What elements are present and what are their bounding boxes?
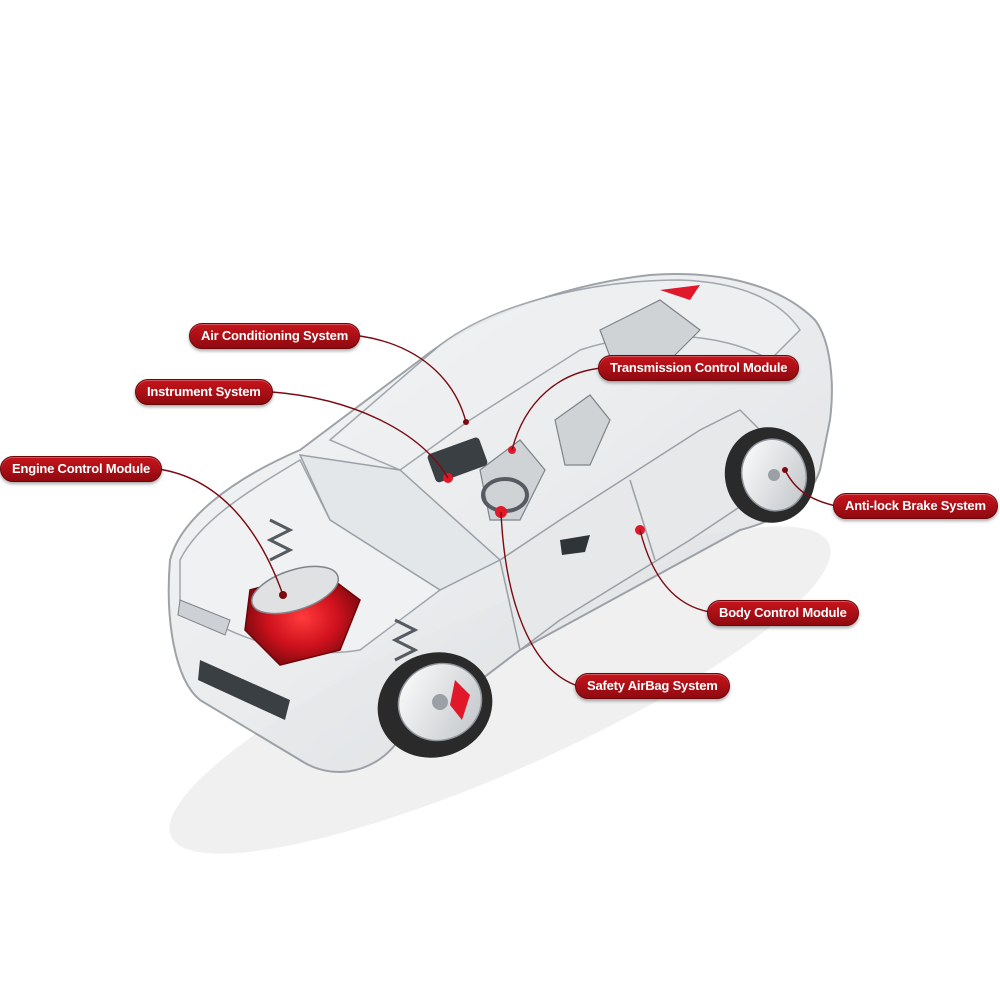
- rear-hub: [768, 469, 780, 481]
- label-air-conditioning-system: Air Conditioning System: [189, 323, 361, 349]
- door-seam: [629, 479, 656, 561]
- endpoint-air-conditioning: [463, 419, 469, 425]
- leader-body-control: [639, 529, 711, 613]
- leader-endpoints: [279, 419, 788, 599]
- endpoint-anti-lock: [782, 467, 788, 473]
- dashboard: [427, 437, 488, 483]
- leader-safety-airbag: [500, 511, 579, 687]
- leader-instrument: [271, 391, 449, 479]
- label-instrument-system: Instrument System: [135, 379, 273, 405]
- label-safety-airbag-system: Safety AirBag System: [575, 673, 730, 699]
- front-brake-caliper: [450, 680, 470, 720]
- leader-transmission: [511, 367, 603, 451]
- label-anti-lock-brake-system: Anti-lock Brake System: [833, 493, 998, 519]
- front-hub: [432, 694, 448, 710]
- red-roof-accent: [660, 285, 700, 300]
- headlight: [177, 599, 231, 636]
- label-engine-control-module: Engine Control Module: [0, 456, 163, 482]
- leader-air-conditioning: [359, 335, 467, 423]
- label-transmission-control-module: Transmission Control Module: [598, 355, 800, 381]
- mirror: [560, 535, 590, 555]
- engine-cover: [251, 565, 339, 615]
- grille: [198, 660, 290, 720]
- label-body-control-module: Body Control Module: [707, 600, 859, 626]
- leader-engine-control: [157, 468, 284, 596]
- leader-anti-lock: [784, 469, 837, 507]
- suspension-spring: [266, 518, 294, 562]
- leader-lines: [157, 335, 837, 687]
- suspension-spring-right: [391, 618, 419, 662]
- passenger-seat: [554, 394, 611, 466]
- endpoint-engine-control: [279, 591, 287, 599]
